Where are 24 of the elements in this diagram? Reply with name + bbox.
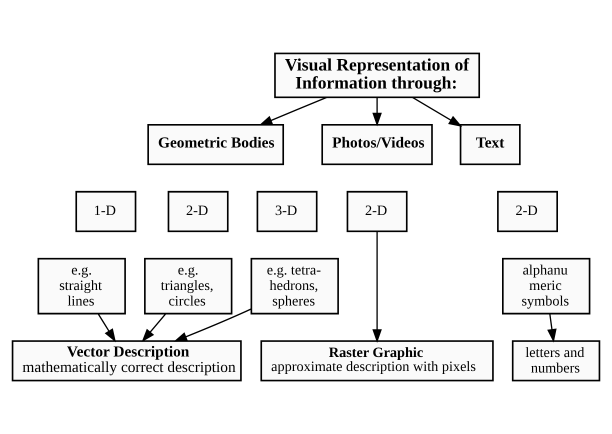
node-box: 2-D [497, 190, 558, 232]
node-box: e.g. tetra- hedrons, spheres [250, 258, 339, 314]
node-box: Geometric Bodies [147, 124, 284, 166]
node-box: alphanu meric symbols [502, 258, 590, 314]
arrow [142, 313, 166, 342]
arrow [547, 314, 557, 343]
node-box: Vector Description mathematically correct description [12, 340, 242, 382]
node-box: letters and numbers [512, 340, 600, 382]
node-box: 2-D [346, 190, 408, 232]
node-box: e.g. straight lines [38, 258, 126, 314]
arrow [372, 98, 382, 126]
arrow [412, 96, 462, 127]
node-box: Visual Representation of Information through: [274, 52, 480, 98]
arrow [174, 308, 252, 342]
node-box: 2-D [168, 190, 229, 232]
arrow [98, 314, 116, 342]
node-box: Photos/Videos [321, 124, 433, 166]
arrow [258, 96, 327, 126]
arrow [372, 232, 382, 343]
node-box: Text [460, 124, 521, 166]
node-box: Raster Graphic approximate description with pixels [260, 340, 494, 382]
node-box: 3-D [256, 190, 318, 232]
node-box: e.g. triangles, circles [144, 258, 232, 314]
node-box: 1-D [75, 190, 136, 232]
